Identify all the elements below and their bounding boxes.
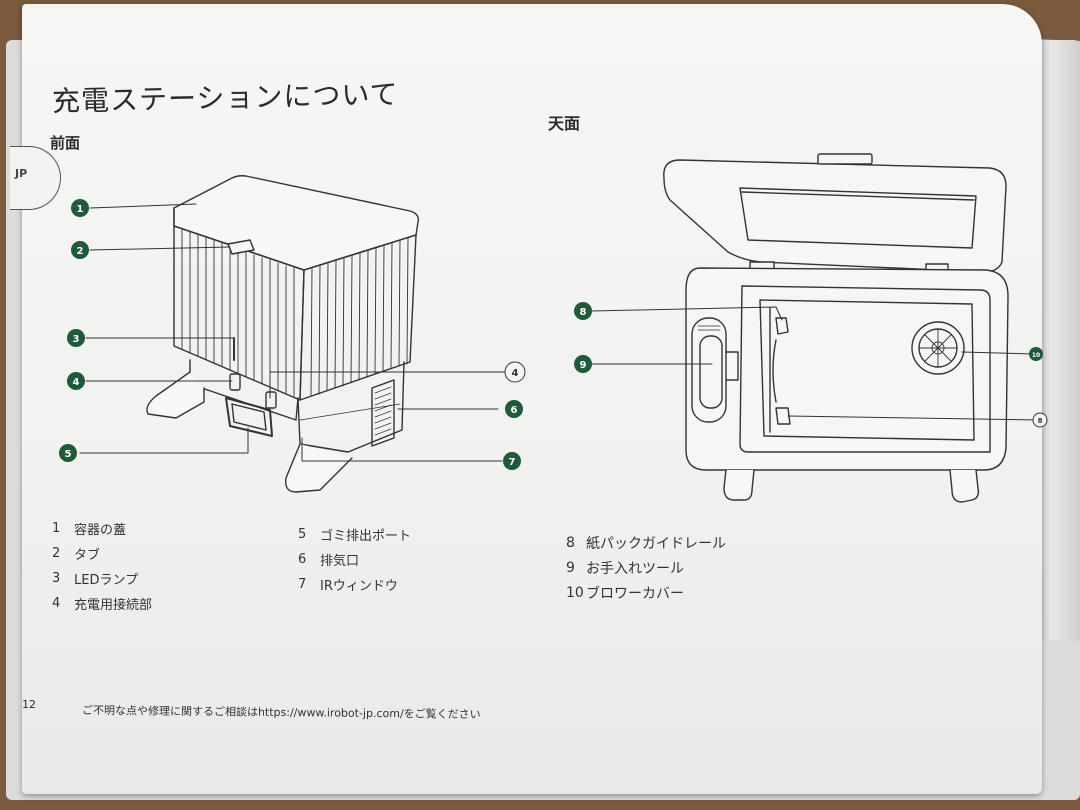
callout-label-8: 8 [580, 307, 587, 318]
front-leader-lines [79, 203, 507, 462]
callout-8 [574, 302, 592, 320]
callout-label-1: 1 [77, 204, 84, 215]
front-station-illustration [146, 175, 420, 493]
callout-label-8b: 8 [1038, 417, 1043, 425]
callout-label-10: 10 [1032, 352, 1040, 359]
callout-7 [503, 452, 521, 470]
callout-1 [71, 199, 89, 217]
top-leader-lines [591, 306, 1039, 421]
top-heading: 天面 [548, 114, 581, 133]
callout-label-4: 4 [73, 377, 80, 388]
callout-4 [67, 372, 85, 390]
callout-label-4b: 4 [512, 368, 519, 379]
top-station-illustration [663, 153, 1009, 503]
callout-5 [59, 444, 77, 462]
top-callout-labels: 8 9 10 8 [580, 307, 1043, 425]
callout-6 [505, 400, 523, 418]
callout-8b [1032, 412, 1048, 428]
callout-2 [71, 241, 89, 259]
callout-label-3: 3 [73, 334, 80, 345]
top-callouts [574, 302, 1048, 428]
front-heading: 前面 [50, 134, 81, 152]
language-tab-label: JP [15, 167, 28, 180]
callout-label-5: 5 [65, 449, 72, 460]
page-number: 12 [22, 698, 36, 711]
callout-3 [67, 329, 85, 347]
callout-label-9: 9 [580, 360, 587, 371]
callout-9 [574, 355, 592, 373]
front-callout-labels: 1 2 3 4 4 6 5 7 [65, 204, 519, 468]
front-callouts [59, 199, 526, 470]
callout-10 [1029, 347, 1043, 361]
callout-label-6: 6 [511, 405, 518, 416]
callout-label-7: 7 [509, 457, 516, 468]
callout-label-2: 2 [77, 246, 84, 257]
callout-4-outline [504, 361, 526, 383]
